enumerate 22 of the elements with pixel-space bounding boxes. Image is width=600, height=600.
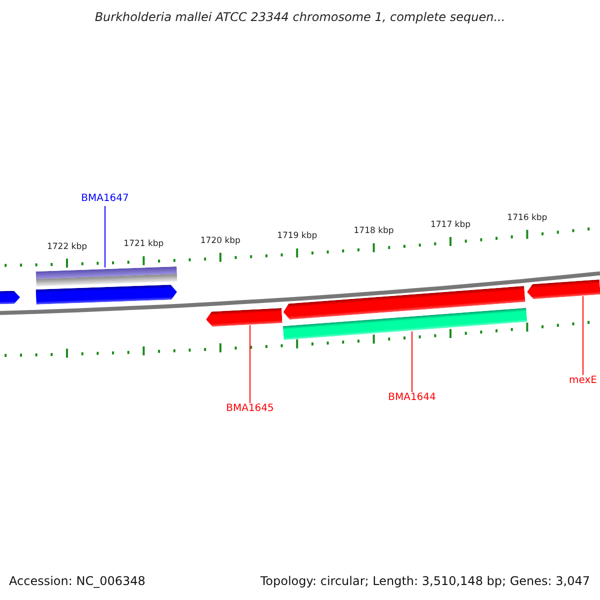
gene-feature — [206, 308, 282, 326]
gene-feature — [36, 284, 178, 304]
scale-label: 1720 kbp — [200, 236, 240, 246]
leader-line — [104, 206, 106, 268]
scale-label: 1721 kbp — [124, 239, 164, 250]
gene-bar — [36, 266, 178, 286]
leader-line — [582, 296, 584, 376]
footer-text: Topology: circular; Length: 3,510,148 bp; Genes: 3,047 — [260, 574, 590, 588]
gene-feature — [526, 278, 600, 300]
gene-label: BMA1644 — [388, 392, 436, 403]
gene-label: BMA1647 — [81, 193, 129, 204]
gene-label: BMA1645 — [226, 403, 274, 414]
footer-text: Accession: NC_006348 — [9, 574, 146, 588]
scale-label: 1718 kbp — [354, 226, 394, 236]
gene-feature — [0, 290, 20, 304]
title: Burkholderia mallei ATCC 23344 chromosome 1, complete sequen... — [94, 10, 506, 24]
scale-label: 1722 kbp — [46, 242, 88, 252]
scale-label: 1719 kbp — [277, 231, 318, 242]
gene-feature — [282, 286, 526, 320]
scale-label: 1716 kbp — [507, 212, 548, 223]
gene-label: mexE — [569, 375, 597, 386]
scale-label: 1717 kbp — [430, 220, 471, 230]
